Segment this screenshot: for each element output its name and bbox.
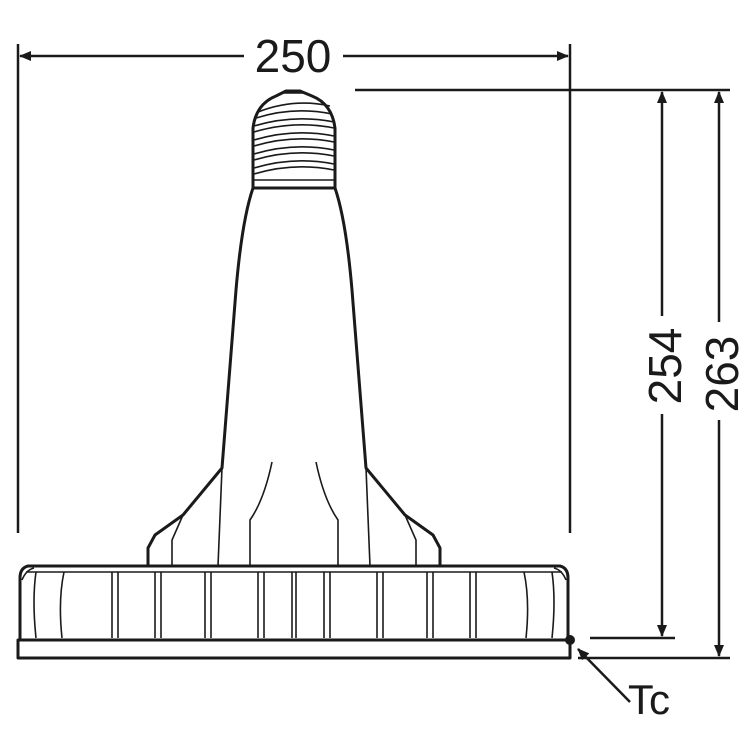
tc-callout: Tc: [565, 635, 670, 723]
base-plate: [16, 638, 572, 660]
neck-housing: [146, 186, 442, 568]
width-label: 250: [255, 30, 332, 82]
screw-base: [251, 89, 337, 190]
width-dimension: 250: [16, 30, 572, 533]
lamp-outline: [16, 89, 572, 660]
tc-leader-arrow: [577, 648, 631, 703]
inner-height-label: 254: [639, 328, 691, 405]
height-dimensions: 254 263: [355, 88, 748, 660]
heatsink-ring: [18, 564, 570, 642]
tc-point-marker: [565, 635, 575, 645]
outer-height-label: 263: [696, 336, 748, 413]
tc-label: Tc: [628, 676, 670, 723]
